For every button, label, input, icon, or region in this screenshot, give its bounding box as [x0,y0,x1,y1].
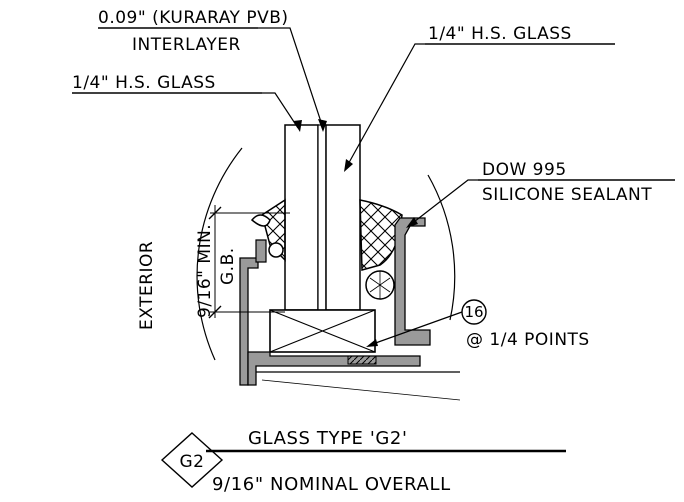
label-sealant-line1: DOW 995 [482,160,567,180]
frame-right [394,217,431,346]
type-tag: G2 [180,452,205,472]
leader-sealant [409,179,478,226]
label-glass-right: 1/4" H.S. GLASS [428,24,572,44]
frame-clip-left [255,239,267,263]
leader-glass-right [345,43,425,169]
type-subtitle: 9/16" NOMINAL OVERALL [212,474,451,495]
label-glass-left: 1/4" H.S. GLASS [72,73,216,93]
gasket-bulb-left-lower [268,242,284,258]
label-pvb-line2: INTERLAYER [132,35,241,55]
hatched-shim [347,355,377,365]
detail-circle-left-arc [196,147,243,361]
detail-circle-right-arc [427,174,456,321]
type-title: GLASS TYPE 'G2' [248,428,408,449]
label-bite-gb: G.B. [218,247,238,285]
label-pvb-line1: 0.09" (KURARAY PVB) [98,8,289,28]
section-body [239,124,461,401]
label-bite-min: 9/16" MIN. [195,224,215,318]
setting-block-tag: 16 [464,303,483,321]
label-sealant-line2: SILICONE SEALANT [482,185,652,205]
leader-setting-block [369,311,463,346]
leader-glass-left [262,92,299,129]
leader-pvb [258,27,324,129]
setting-block-tag-circle [461,299,487,325]
gasket-bulb-left [250,214,271,227]
label-exterior: EXTERIOR [137,241,157,330]
frame-sill [247,351,421,386]
glass-lite-left [284,124,319,311]
setting-block-note: @ 1/4 POINTS [466,330,590,350]
pvb-interlayer [317,124,327,311]
